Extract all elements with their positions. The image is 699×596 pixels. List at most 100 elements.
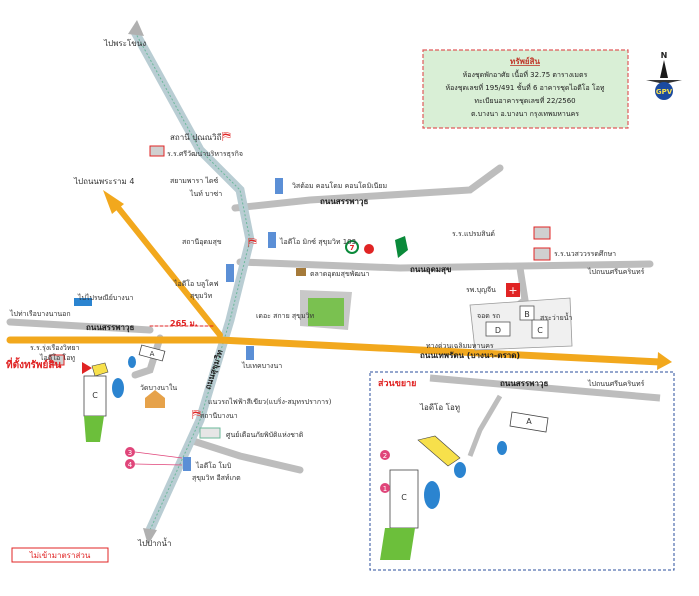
arrow-down-icon xyxy=(143,528,157,545)
property-pond2-icon xyxy=(128,356,136,368)
label-jogging: จอด รถ xyxy=(477,312,500,320)
building-d xyxy=(485,321,511,337)
label-bangna-port: ไปท่าเรือบางนานอก xyxy=(9,309,71,318)
property-building-a xyxy=(138,344,166,362)
compass-north-arrow-icon xyxy=(660,60,668,78)
label-premier-school: ร.ร.แปรมสินด์ xyxy=(452,230,495,238)
markers: 3 4 2 1 xyxy=(125,447,390,493)
label-srivichai: ร.ร.ศรีวัฒนาบริหารธุรกิจ xyxy=(167,150,243,158)
temple-icon xyxy=(145,390,165,408)
label-punnawithi: สถานี ปุณณวิถี xyxy=(170,133,222,142)
arrow-rama4-icon xyxy=(103,190,124,214)
info-line2: ห้องชุดเลขที่ 195/491 ชั้นที่ 6 อาคารชุด… xyxy=(445,81,604,92)
mobi-building-icon xyxy=(183,457,191,471)
inset-building-a xyxy=(509,411,549,433)
post-office-icon xyxy=(74,298,92,306)
label-expressway: ทางด่วนเฉลิมมหานคร xyxy=(426,342,494,350)
compass-badge-icon xyxy=(655,82,673,100)
label-udomsuk-rd: ถนนอุดมสุข xyxy=(410,265,451,275)
property-green xyxy=(84,416,104,442)
marker-4-label: 4 xyxy=(128,461,133,469)
the-park-green xyxy=(308,298,344,326)
info-title: ทรัพย์สิน xyxy=(510,56,540,66)
label-nawa-school: ร.ร.นวสววรรดศึกษา xyxy=(554,249,616,258)
inset-ideo-label: ไอดีโอ โอทู xyxy=(419,402,460,413)
label-to-srinakarin-right: ไปถนนศรีนครินทร์ xyxy=(587,379,645,388)
bitec-building-icon xyxy=(246,346,254,360)
bts-track-dots xyxy=(134,31,251,531)
label-to-rama4: ไปถนนพระราม 4 xyxy=(73,177,134,186)
inset-title: ส่วนขยาย xyxy=(378,378,416,389)
udomsuk-station-icon: ⛿ xyxy=(248,235,257,249)
inset-pond3-icon xyxy=(497,441,507,455)
label-wat-bangna: วัดบางนาใน xyxy=(140,383,177,392)
label-ideo-mobi: ไอดีโอ โมบิ xyxy=(195,461,231,470)
building-icons: + 7 xyxy=(49,145,551,471)
label-sanphawut-rd2: ถนนสรรพาวุธ xyxy=(86,323,135,333)
label-ideo-blucove: ไอดีโอ บลูโคฟ xyxy=(173,279,219,288)
inset-side-road xyxy=(467,394,503,457)
label-bangna-center: ไบเทคบางนา xyxy=(241,361,282,370)
label-ideo-o2: ไอดีโอ โอทู xyxy=(39,353,75,362)
label-to-srinakarin-top: ไปถนนศรีนครินทร์ xyxy=(587,267,645,276)
marker-1 xyxy=(380,483,390,493)
bangna-trat-road xyxy=(6,336,664,366)
label-to-paknam: ไปปากน้ำ xyxy=(137,537,171,548)
label-siam-pharmacy: สยามพารา ไดซ์ xyxy=(170,176,218,185)
side-roads xyxy=(6,164,654,474)
compass-north: N xyxy=(661,51,668,60)
mobi-road xyxy=(186,436,304,474)
property-info-box: ทรัพย์สิน ห้องชุดพักอาศัย เนื้อที่ 32.75… xyxy=(422,49,629,129)
info-line3: ทะเบียนอาคารชุดเลขที่ 22/2560 xyxy=(474,96,575,105)
tmd-building-icon xyxy=(199,427,221,439)
hospital-icon xyxy=(506,283,520,297)
inset-pond1-icon xyxy=(424,481,440,509)
store-icon xyxy=(364,244,374,254)
property-building-a-label: A xyxy=(150,350,155,358)
building-b xyxy=(519,305,535,321)
inset-map: ส่วนขยาย ถนนสรรพาวุธ A C ไอดีโอ โอทู xyxy=(369,371,675,571)
bangna-port-road xyxy=(6,318,154,334)
road-to-rama4 xyxy=(109,197,223,338)
label-purple-line: แนวรถไฟฟ้าสีเขียว(แบริ่ง-สมุทรปราการ) xyxy=(208,397,332,406)
label-sukhumvit: สุขุมวิท xyxy=(190,292,213,300)
property-pond-icon xyxy=(112,378,124,398)
building-b-label: B xyxy=(524,310,530,319)
marker-1-label: 1 xyxy=(383,485,387,493)
inset-building-c-label: C xyxy=(401,493,407,502)
property-site: C A xyxy=(82,344,166,442)
building-c-label: C xyxy=(537,326,543,335)
label-the-park: เดอะ สกาย สุขุมวิท xyxy=(256,312,314,320)
property-pointer-icon xyxy=(82,362,92,374)
inset-building-b xyxy=(417,435,461,467)
srivichai-school-icon xyxy=(149,145,165,157)
ideo-mix-building-icon xyxy=(268,232,276,248)
label-visetsuk: วิสต้อม คอนโดม คอนโดมิเนียม xyxy=(292,181,387,190)
main-roads xyxy=(6,190,672,370)
marker-3-label: 3 xyxy=(128,449,132,457)
label-rungruang-school: ร.ร.รุ่งเรืองวิทยา xyxy=(30,344,80,352)
sanphawut-road xyxy=(231,164,504,212)
label-hospital: รพ.บุญจีน xyxy=(466,286,496,294)
inset-building-a-label: A xyxy=(526,417,532,426)
marker-lines xyxy=(134,451,183,466)
label-bangna-station: สถานีบางนา xyxy=(200,412,238,420)
label-distance: 265 ม. xyxy=(170,319,198,328)
blucove-building-icon xyxy=(226,264,234,282)
building-c xyxy=(531,319,549,339)
inset-frame xyxy=(369,371,675,571)
label-tmd: ศูนย์เตือนภัยพิบัติแห่งชาติ xyxy=(226,431,304,439)
seven-eleven-icon xyxy=(345,240,359,254)
building-d-label: D xyxy=(495,326,501,335)
station-icons: ⛿ ⛿ ⛿ xyxy=(192,129,257,421)
inset-building-c xyxy=(389,469,419,529)
arrow-srinakarin-icon xyxy=(657,352,672,370)
info-line1: ห้องชุดพักอาศัย เนื้อที่ 32.75 ตารางเมตร xyxy=(463,68,588,79)
label-sukhumvit-east: สุขุมวิท อีสท์เกต xyxy=(192,474,241,482)
property-building-c-label: C xyxy=(92,391,98,400)
label-to-phra-khanong: ไปพระโขนง xyxy=(103,38,146,48)
property-building-b xyxy=(91,362,109,377)
marker-2-label: 2 xyxy=(383,452,387,460)
label-swimming: สระว่ายน้ำ xyxy=(540,311,573,322)
